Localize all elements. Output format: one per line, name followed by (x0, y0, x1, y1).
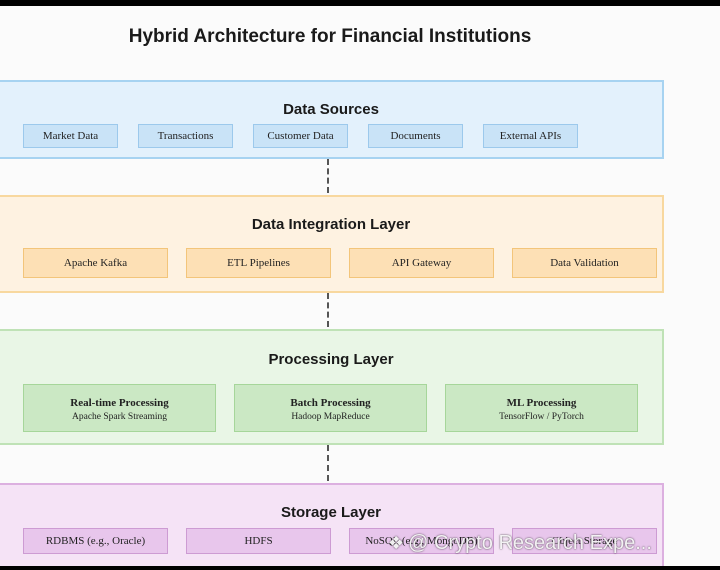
processing-ml: ML Processing TensorFlow / PyTorch (445, 384, 638, 432)
data-integration-title: Data Integration Layer (251, 216, 411, 233)
integration-apache-kafka: Apache Kafka (23, 248, 168, 278)
integration-data-validation: Data Validation (512, 248, 657, 278)
watermark-text: @ Crypto Research Expe... (408, 532, 652, 554)
connector-integration-processing (327, 293, 329, 327)
processing-batch-title: Batch Processing (290, 397, 371, 409)
data-integration-layer: Data Integration Layer Apache Kafka ETL … (0, 195, 664, 293)
processing-batch: Batch Processing Hadoop MapReduce (234, 384, 427, 432)
source-transactions: Transactions (138, 124, 233, 148)
data-sources-layer: Data Sources Market Data Transactions Cu… (0, 80, 664, 159)
data-sources-title: Data Sources (283, 101, 379, 118)
processing-batch-subtitle: Hadoop MapReduce (291, 412, 370, 422)
storage-rdbms: RDBMS (e.g., Oracle) (23, 528, 168, 554)
diagram-title: Hybrid Architecture for Financial Instit… (128, 26, 532, 47)
source-customer-data: Customer Data (253, 124, 348, 148)
processing-ml-title: ML Processing (506, 397, 577, 409)
processing-layer: Processing Layer Real-time Processing Ap… (0, 329, 664, 445)
source-documents: Documents (368, 124, 463, 148)
connector-sources-integration (327, 159, 329, 193)
storage-title: Storage Layer (280, 504, 382, 521)
processing-realtime-title: Real-time Processing (70, 397, 169, 409)
watermark: ❖ @ Crypto Research Expe... (388, 532, 652, 555)
diagram-canvas: Hybrid Architecture for Financial Instit… (0, 6, 720, 566)
storage-object-storage: Object Storage (512, 528, 657, 554)
source-market-data: Market Data (23, 124, 118, 148)
storage-nosql: NoSQL (e.g., MongoDB) (349, 528, 494, 554)
processing-realtime-subtitle: Apache Spark Streaming (72, 412, 167, 422)
integration-etl-pipelines: ETL Pipelines (186, 248, 331, 278)
watermark-logo-icon: ❖ (388, 533, 405, 553)
processing-title: Processing Layer (268, 351, 394, 368)
connector-processing-storage (327, 445, 329, 481)
integration-api-gateway: API Gateway (349, 248, 494, 278)
storage-layer: Storage Layer RDBMS (e.g., Oracle) HDFS … (0, 483, 664, 566)
processing-realtime: Real-time Processing Apache Spark Stream… (23, 384, 216, 432)
source-external-apis: External APIs (483, 124, 578, 148)
storage-hdfs: HDFS (186, 528, 331, 554)
processing-ml-subtitle: TensorFlow / PyTorch (499, 412, 584, 422)
